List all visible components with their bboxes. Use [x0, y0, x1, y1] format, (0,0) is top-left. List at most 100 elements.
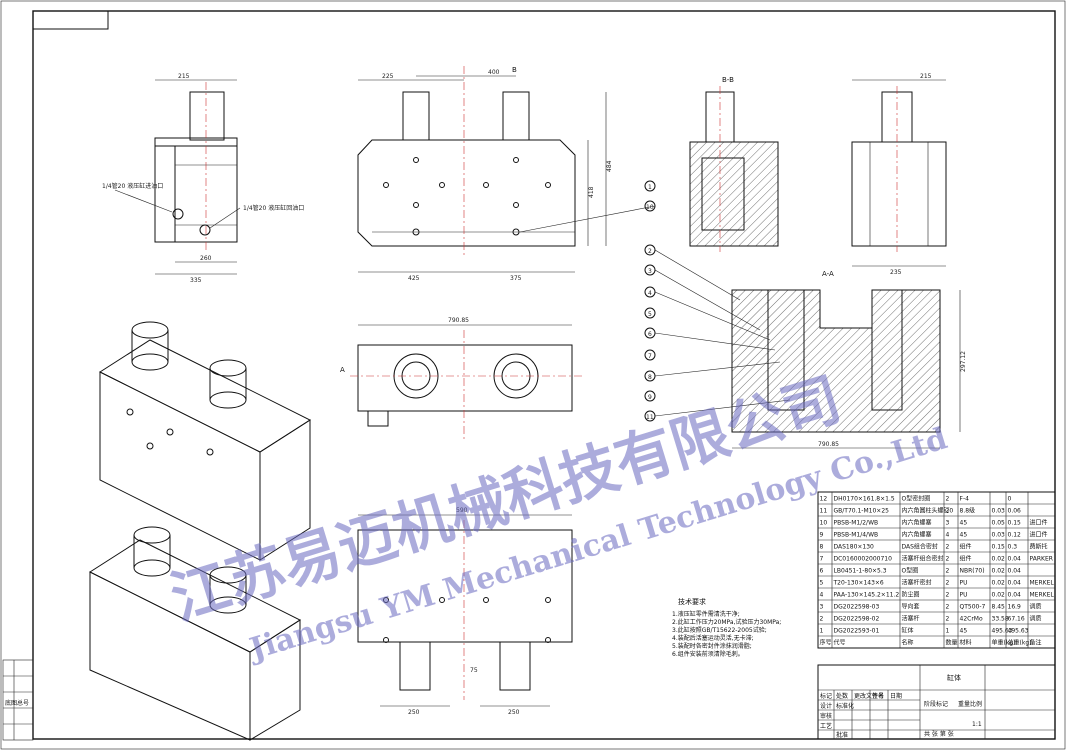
- dim-right-bottom: 235: [890, 269, 902, 276]
- bom-cell: 67.16: [1008, 616, 1025, 623]
- bom-cell: 0.04: [1008, 556, 1022, 563]
- bom-cell: 2: [820, 616, 824, 623]
- bom-cell: 0.04: [1008, 580, 1022, 587]
- inner-frame: [32, 10, 1056, 740]
- section-bb-view: B-B: [689, 76, 779, 252]
- bom-cell: O型密封圈: [902, 495, 931, 503]
- bom-cell: DG2022598-03: [834, 604, 880, 611]
- bom-cell: 2: [946, 556, 950, 563]
- bom-cell: 0.02: [992, 580, 1006, 587]
- bottom-view: 590 250 250 75: [357, 507, 573, 716]
- dim-front-height: 484: [606, 160, 613, 172]
- bom-cell: 7: [820, 556, 824, 563]
- bom-cell: PAA-130×145.2×11.2: [834, 592, 900, 599]
- callout-balloon: [644, 349, 656, 361]
- bom-cell: 0.04: [1008, 568, 1022, 575]
- bom-header-cell: 名称: [902, 639, 914, 647]
- bom-cell: 0.03: [992, 508, 1006, 515]
- callout-label: 3: [648, 268, 652, 275]
- bom-cell: 2: [946, 592, 950, 599]
- bom-cell: DAS180×130: [834, 544, 875, 551]
- tb-label: 重量: [958, 700, 970, 708]
- bom-cell: DG2022598-02: [834, 616, 880, 623]
- bom-cell: 活塞杆密封: [902, 579, 932, 587]
- dim-aa-height: 297.12: [960, 351, 967, 372]
- bom-cell: 10: [820, 520, 828, 527]
- dim-plan-width: 790.85: [448, 317, 469, 324]
- section-mark-b-top: B: [512, 66, 517, 74]
- note-return: 1/4管20 液压缸回油口: [243, 204, 304, 212]
- bom-header-cell: 备注: [1030, 639, 1042, 647]
- callout-label: 1: [648, 184, 652, 191]
- right-view: 215 235: [851, 73, 947, 276]
- tb-label: 设计: [820, 702, 832, 710]
- bom-cell: DAS组合密封: [902, 543, 938, 551]
- title-block: 缸体 标记 处数 更改文件号 签名 日期 设计 审核 工艺 标准化 批准 阶段标…: [817, 664, 1056, 740]
- bom-header-cell: 材料: [960, 639, 972, 647]
- tb-label: 处数: [836, 692, 848, 700]
- bom-cell: O型圈: [902, 567, 919, 575]
- bom-cell: 活塞杆组合密封: [902, 555, 944, 563]
- bom-cell: 组件: [960, 543, 972, 551]
- bom-cell: 3: [946, 520, 950, 527]
- tb-label: 标记: [820, 692, 832, 700]
- bom-cell: MERKEL: [1030, 592, 1055, 599]
- bom-cell: 12: [820, 496, 828, 503]
- bom-cell: 0.02: [992, 556, 1006, 563]
- bom-cell: 20: [946, 508, 954, 515]
- tb-label: 更改文件号: [854, 692, 884, 700]
- bom-cell: 0.3: [1008, 544, 1018, 551]
- bom-cell: 组件: [960, 555, 972, 563]
- isometric-view-top: [98, 321, 312, 561]
- scale-value: 1:1: [972, 721, 982, 728]
- section-aa-title: A-A: [822, 270, 834, 278]
- callout-balloon: [644, 390, 656, 402]
- callout-label: 9: [648, 394, 652, 401]
- bom-cell: 0: [1008, 496, 1012, 503]
- bom-header-cell: 代号: [834, 639, 846, 647]
- tb-label: 阶段标记: [924, 700, 948, 708]
- tb-label: 批准: [836, 731, 848, 739]
- bom-cell: 调质: [1030, 603, 1042, 611]
- bom-cell: 42CrMo: [960, 616, 983, 623]
- callout-label: 6: [648, 331, 652, 338]
- section-aa-view: A-A 790.85 297.12: [731, 270, 967, 449]
- callout-label: 10: [646, 204, 654, 211]
- tech-req-line: 4.装配后活塞运动灵活,无卡滞;: [672, 634, 754, 642]
- tb-label: 工艺: [820, 722, 832, 730]
- bom-cell: 45: [960, 532, 968, 539]
- bom-cell: PU: [960, 580, 968, 587]
- bom-cell: 0.02: [992, 592, 1006, 599]
- callout-label: 11: [646, 414, 654, 421]
- bom-cell: 2: [946, 544, 950, 551]
- bom-cell: 4: [820, 592, 824, 599]
- tb-label: 日期: [890, 692, 902, 700]
- front-view: 225 400 425 375 484 418 B: [357, 66, 613, 282]
- bom-cell: DH0170×161.8×1.5: [834, 496, 895, 503]
- bom-cell: 495.63: [992, 628, 1013, 635]
- dim-right-top: 215: [920, 73, 932, 80]
- callout-label: 7: [648, 353, 652, 360]
- dim-front-bottom-left: 425: [408, 275, 420, 282]
- tb-label: 标准化: [836, 702, 854, 710]
- bom-cell: 活塞杆: [902, 615, 920, 623]
- bom-cell: 进口件: [1030, 519, 1048, 527]
- bom-cell: 0.02: [992, 568, 1006, 575]
- bom-cell: 0.15: [992, 544, 1006, 551]
- tech-req-line: 1.液压缸零件需清洗干净;: [672, 610, 740, 618]
- dim-aa-width: 790.85: [818, 441, 839, 448]
- bom-cell: 3: [820, 604, 824, 611]
- bom-cell: 内六角螺塞: [902, 531, 932, 539]
- bom-cell: 进口件: [1030, 531, 1048, 539]
- bom-cell: DC0160002000710: [834, 556, 893, 563]
- tech-req-line: 5.装配时各密封件涂抹润滑脂;: [672, 642, 752, 650]
- tech-requirements: 技术要求 1.液压缸零件需清洗干净; 2.此缸工作压力20MPa,试验压力30M…: [672, 597, 781, 658]
- callout-balloon: [644, 180, 656, 192]
- dim-bottom-right: 250: [508, 709, 520, 716]
- bom-header-cell: 数量: [946, 639, 958, 647]
- callout-group: 1 10 2 3 4 5 6 7 8 9 11: [519, 180, 791, 422]
- bom-cell: 防尘圈: [902, 591, 920, 599]
